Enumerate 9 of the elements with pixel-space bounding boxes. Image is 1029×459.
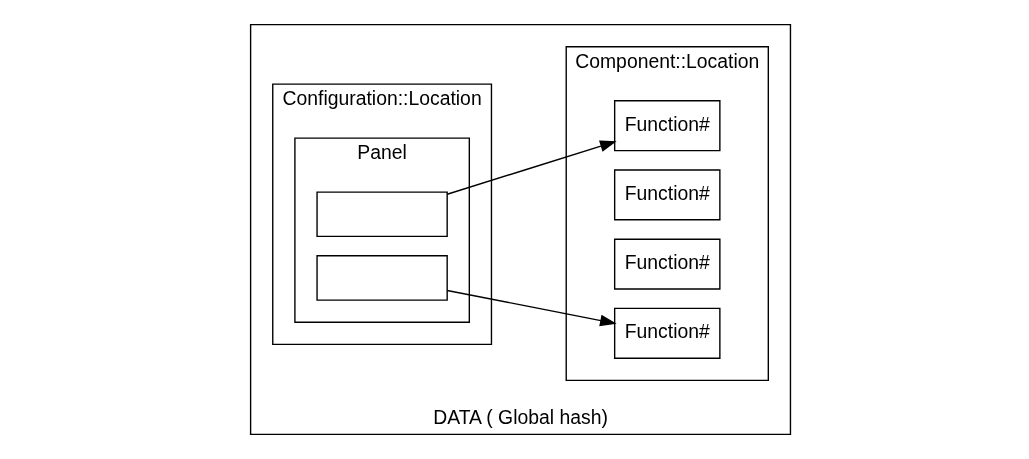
arrow (446, 289, 617, 327)
node-box: Function# (613, 100, 721, 152)
arrow (446, 140, 617, 195)
cluster: Panel (293, 137, 470, 323)
node-box (315, 255, 448, 301)
node-box: Function# (613, 169, 721, 221)
node-box: Function# (613, 307, 721, 359)
node-box (315, 191, 448, 238)
node-box: Function# (613, 238, 721, 290)
